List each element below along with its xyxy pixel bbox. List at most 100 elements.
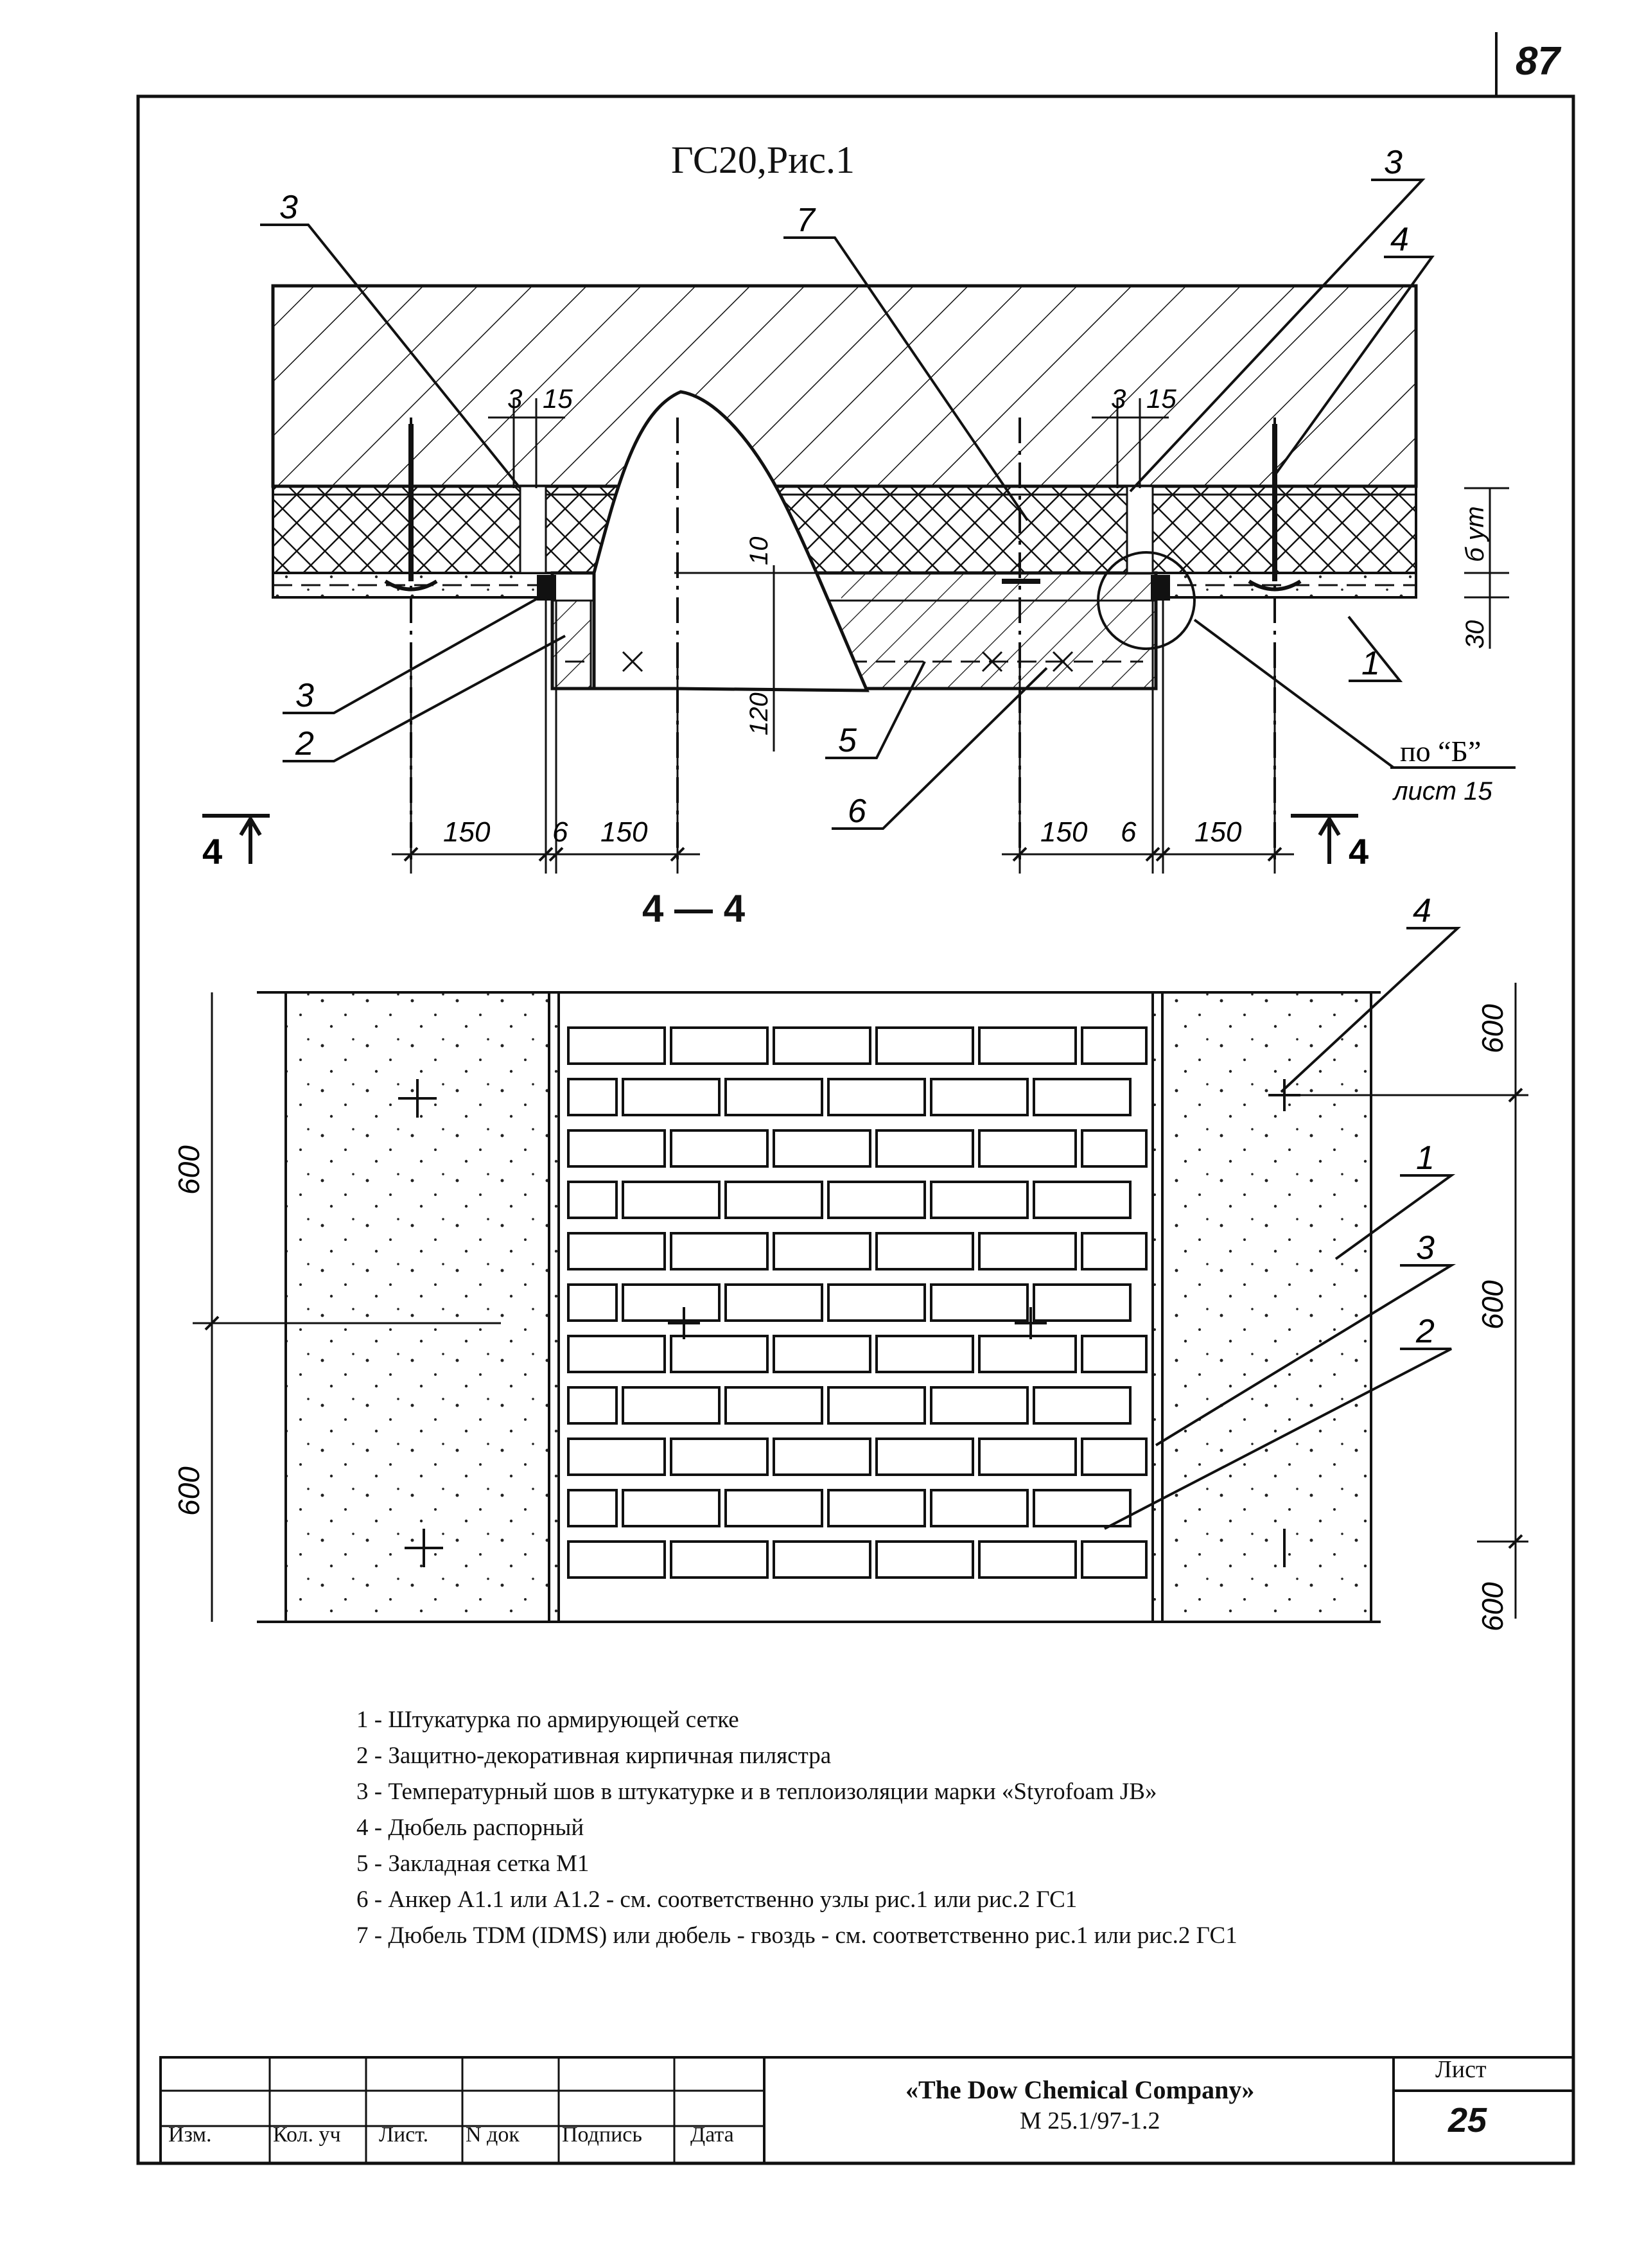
- brick: [1081, 1437, 1148, 1476]
- callout-3-left-bottom: 3: [295, 677, 314, 714]
- dim-bottom-left-6: 6: [552, 816, 568, 848]
- brick: [670, 1437, 769, 1476]
- brick: [1033, 1386, 1132, 1425]
- legend-item-1: 1 - Штукатурка по армирующей сетке: [356, 1707, 739, 1733]
- brick: [670, 1232, 769, 1270]
- dim-gap-left-15: 15: [543, 383, 573, 414]
- legend-item-3: 3 - Температурный шов в штукатурке и в т…: [356, 1779, 1157, 1805]
- brick: [567, 1540, 666, 1579]
- brick: [567, 1437, 666, 1476]
- section-marker-right: [1291, 814, 1358, 864]
- title-block-col-list: Лист.: [379, 2123, 429, 2147]
- cut-opening: [592, 390, 870, 692]
- brick: [978, 1026, 1077, 1065]
- brick: [567, 1129, 666, 1168]
- elev-callout-3: 3: [1416, 1229, 1435, 1267]
- brick: [1081, 1129, 1148, 1168]
- dim-bottom-left-150: 150: [443, 816, 491, 848]
- brick: [567, 1283, 618, 1322]
- brick: [875, 1437, 974, 1476]
- reference-detail-b: по “Б”: [1400, 735, 1481, 768]
- elev-dim-right-600-bottom: 600: [1476, 1582, 1509, 1631]
- dim-gap-right-15: 15: [1146, 383, 1176, 414]
- legend-item-2: 2 - Защитно-декоративная кирпичная пиляс…: [356, 1743, 832, 1769]
- brick: [827, 1078, 926, 1116]
- brick: [978, 1540, 1077, 1579]
- brick: [670, 1540, 769, 1579]
- brick: [670, 1129, 769, 1168]
- brick: [622, 1181, 721, 1219]
- brick: [1081, 1540, 1148, 1579]
- callout-1-plan: 1: [1361, 645, 1380, 682]
- brick: [827, 1181, 926, 1219]
- elevation-view: 4 1 3 2 600 600 600 600 600: [172, 892, 1528, 1631]
- title-block-sheet-number: 25: [1448, 2101, 1487, 2140]
- brick: [567, 1232, 666, 1270]
- callout-3-right-top: 3: [1384, 144, 1403, 181]
- section-mark-right-4: 4: [1349, 831, 1368, 872]
- brick: [827, 1386, 926, 1425]
- title-block-col-ndoc: N док: [466, 2123, 520, 2147]
- brick: [978, 1232, 1077, 1270]
- brick: [724, 1489, 823, 1527]
- brick: [773, 1335, 871, 1373]
- reference-sheet-15: лист 15: [1392, 777, 1492, 805]
- brick: [773, 1437, 871, 1476]
- brick: [622, 1489, 721, 1527]
- title-block-col-podpis: Подпись: [562, 2123, 642, 2147]
- brick: [724, 1078, 823, 1116]
- plaster-panel-left: [286, 992, 559, 1622]
- title-block-sheet-label: Лист: [1435, 2056, 1487, 2083]
- brick: [670, 1335, 769, 1373]
- callout-4-right-top: 4: [1390, 221, 1409, 258]
- brick: [670, 1026, 769, 1065]
- brick: [567, 1078, 618, 1116]
- title-block-col-izm: Изм.: [168, 2123, 212, 2147]
- brick: [773, 1232, 871, 1270]
- brick: [567, 1386, 618, 1425]
- brick: [773, 1540, 871, 1579]
- callout-6: 6: [848, 793, 866, 830]
- brick: [930, 1181, 1029, 1219]
- callout-7: 7: [796, 202, 816, 239]
- brick-pilaster-courses: [567, 1026, 1148, 1579]
- elev-dim-right-600-top: 600: [1476, 1004, 1509, 1053]
- title-block-col-data: Дата: [690, 2123, 734, 2147]
- dim-120: 120: [745, 692, 773, 735]
- title-block: [159, 2056, 1575, 2165]
- plaster-panel-right: [1153, 992, 1371, 1622]
- elev-dim-left-600-bottom: 600: [172, 1466, 205, 1516]
- legend-item-6: 6 - Анкер А1.1 или А1.2 - см. соответств…: [356, 1886, 1078, 1913]
- brick: [567, 1181, 618, 1219]
- legend-item-5: 5 - Закладная сетка М1: [356, 1850, 590, 1877]
- brick: [978, 1437, 1077, 1476]
- brick: [1081, 1232, 1148, 1270]
- brick: [875, 1335, 974, 1373]
- wall-masonry: [271, 284, 1418, 488]
- dim-bottom-right-6: 6: [1121, 816, 1137, 848]
- brick: [567, 1489, 618, 1527]
- brick: [978, 1335, 1077, 1373]
- title-block-col-kol: Кол. уч: [273, 2123, 341, 2147]
- brick: [622, 1283, 721, 1322]
- title-block-company: «The Dow Chemical Company»: [905, 2075, 1255, 2104]
- brick: [1081, 1026, 1148, 1065]
- brick: [875, 1129, 974, 1168]
- brick: [930, 1489, 1029, 1527]
- dim-bottom-right-150: 150: [1040, 816, 1088, 848]
- brick: [567, 1335, 666, 1373]
- brick: [875, 1232, 974, 1270]
- brick: [1033, 1181, 1132, 1219]
- brick: [1033, 1489, 1132, 1527]
- brick: [827, 1283, 926, 1322]
- brick: [1033, 1078, 1132, 1116]
- title-block-code: М 25.1/97-1.2: [1020, 2107, 1160, 2134]
- brick: [930, 1283, 1029, 1322]
- legend-item-7: 7 - Дюбель TDM (IDMS) или дюбель - гвозд…: [356, 1922, 1237, 1949]
- legend-item-4: 4 - Дюбель распорный: [356, 1815, 584, 1841]
- brick: [724, 1181, 823, 1219]
- elev-dim-left-600-top: 600: [172, 1145, 205, 1195]
- elev-callout-1: 1: [1416, 1139, 1435, 1177]
- brick: [622, 1078, 721, 1116]
